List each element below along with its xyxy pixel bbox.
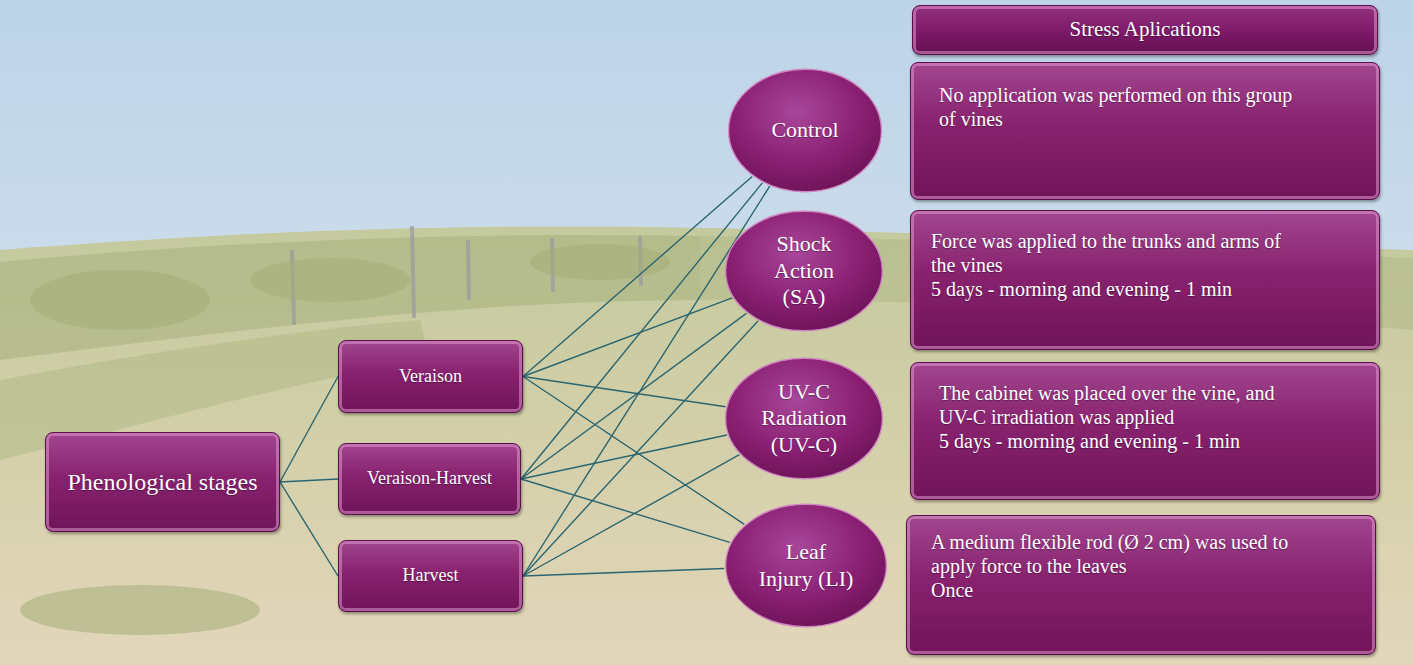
header-box: Stress Aplications	[912, 5, 1378, 55]
connector-line	[280, 482, 338, 576]
node-text: Leaf Injury (LI)	[758, 539, 854, 592]
connector-line	[280, 377, 338, 483]
connector-line	[523, 455, 739, 576]
text-group: Phenological stages	[63, 468, 263, 497]
text-group: Veraison	[348, 366, 513, 388]
connector-line	[280, 479, 338, 482]
connector-line	[521, 479, 730, 542]
connector-line	[523, 377, 744, 525]
treatment-ellipse: Control	[727, 68, 883, 193]
description-box: A medium flexible rod (Ø 2 cm) was used …	[906, 515, 1376, 655]
ground	[0, 227, 1413, 665]
text-group: Shock Action (SA)	[756, 231, 852, 310]
node-text: UV-C Radiation (UV-C)	[756, 379, 852, 458]
connector-line	[523, 298, 732, 377]
node-text: Harvest	[348, 565, 513, 587]
connector-line	[523, 569, 724, 576]
stage-box: Harvest	[338, 540, 523, 612]
connector-line	[523, 186, 770, 576]
connector-line	[521, 435, 727, 479]
stage-box: Veraison	[338, 340, 523, 413]
node-text: Veraison	[348, 366, 513, 388]
text-group: UV-C Radiation (UV-C)	[756, 379, 852, 458]
text-group: Stress Aplications	[935, 17, 1355, 42]
text-group: Harvest	[348, 565, 513, 587]
connector-line	[523, 377, 725, 407]
stage-box: Veraison-Harvest	[338, 443, 521, 515]
text-group: Control	[757, 117, 853, 143]
node-text: Shock Action (SA)	[756, 231, 852, 310]
node-text: Phenological stages	[63, 468, 263, 497]
description-box: Force was applied to the trunks and arms…	[910, 210, 1380, 350]
text-group: Leaf Injury (LI)	[758, 539, 854, 592]
node-text: 5 days - morning and evening - 1 min	[939, 429, 1309, 453]
connector-line	[523, 321, 758, 576]
node-text: No application was performed on this gro…	[939, 83, 1309, 131]
connector-line	[523, 177, 752, 377]
node-text: Veraison-Harvest	[347, 468, 512, 490]
description-box: No application was performed on this gro…	[910, 62, 1380, 200]
node-text: Control	[757, 117, 853, 143]
stage-group-box: Phenological stages	[45, 432, 280, 532]
node-text: The cabinet was placed over the vine, an…	[939, 381, 1309, 429]
treatment-ellipse: Leaf Injury (LI)	[724, 503, 888, 628]
text-group: Veraison-Harvest	[347, 468, 512, 490]
node-text: Stress Aplications	[935, 17, 1355, 42]
node-text: A medium flexible rod (Ø 2 cm) was used …	[931, 530, 1301, 578]
treatment-ellipse: UV-C Radiation (UV-C)	[724, 357, 884, 480]
text-group: The cabinet was placed over the vine, an…	[939, 381, 1309, 453]
node-text: Once	[931, 578, 1301, 602]
description-box: The cabinet was placed over the vine, an…	[910, 362, 1380, 500]
connector-line	[521, 183, 762, 479]
node-text: 5 days - morning and evening - 1 min	[931, 277, 1301, 301]
node-text: Force was applied to the trunks and arms…	[931, 229, 1301, 277]
text-group: A medium flexible rod (Ø 2 cm) was used …	[931, 530, 1301, 602]
treatment-ellipse: Shock Action (SA)	[724, 210, 884, 332]
text-group: No application was performed on this gro…	[939, 83, 1309, 131]
text-group: Force was applied to the trunks and arms…	[931, 229, 1301, 301]
connector-line	[521, 313, 746, 479]
